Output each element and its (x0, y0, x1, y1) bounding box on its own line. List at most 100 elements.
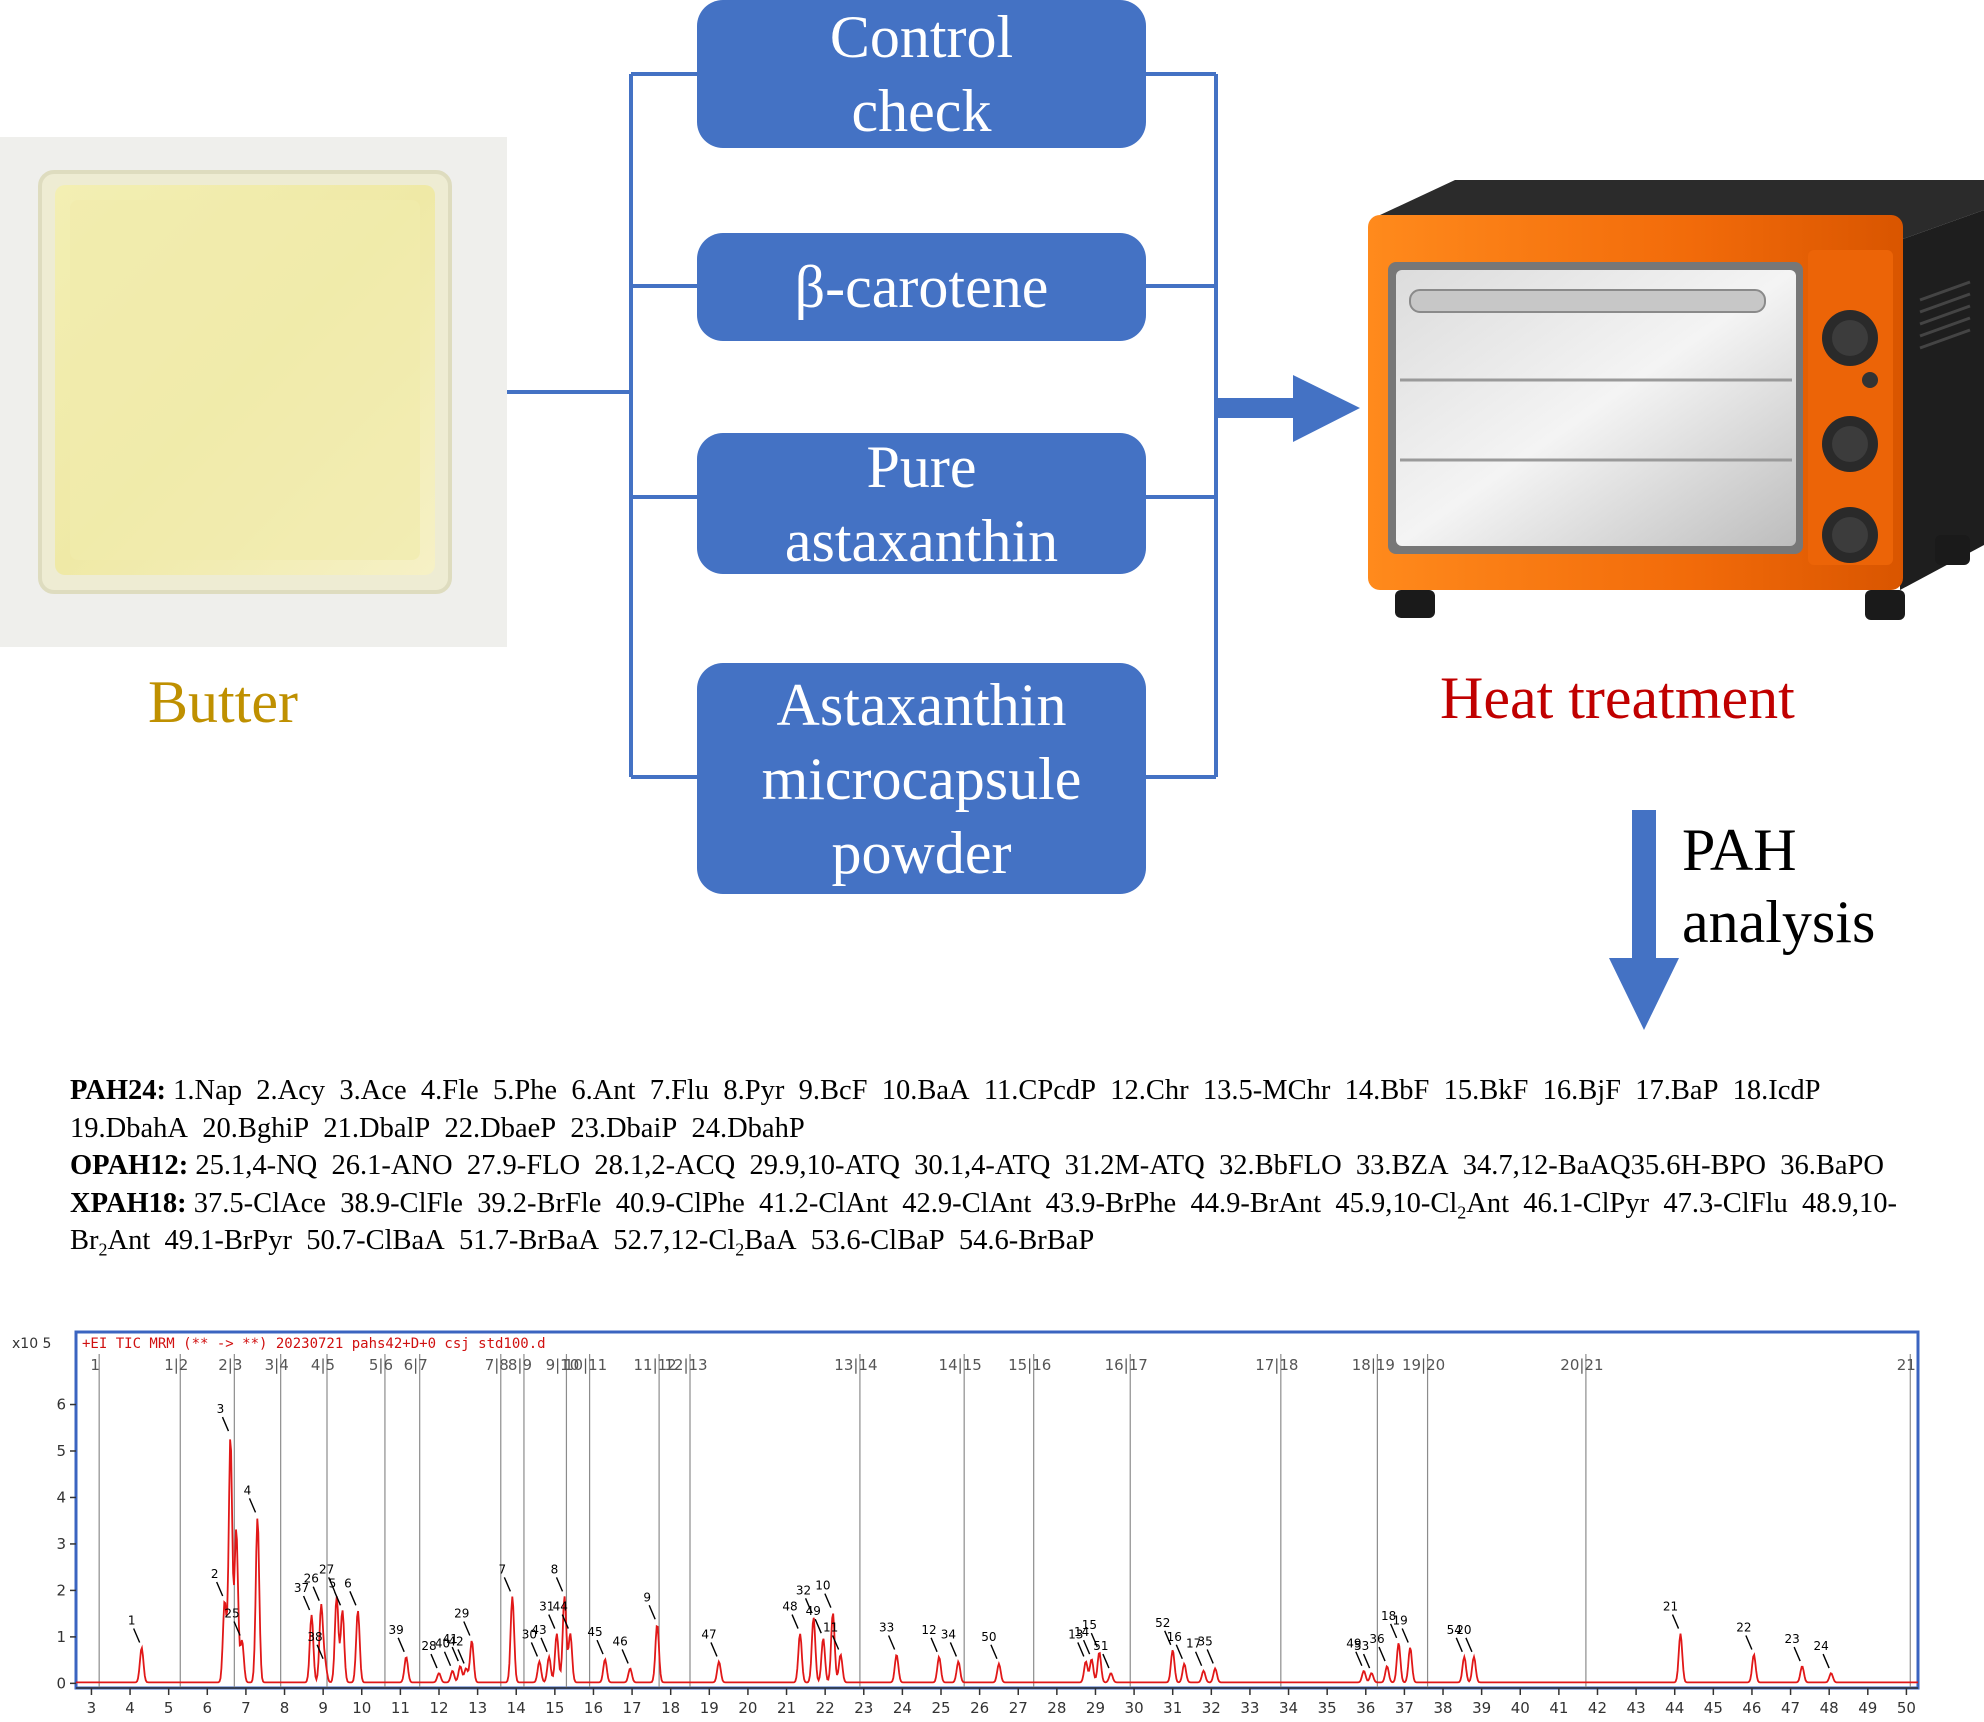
peak-pointer (216, 1581, 224, 1597)
peak-pointer (1401, 1628, 1409, 1643)
legend-item: 28.1,2-ACQ (594, 1150, 736, 1181)
compound-legend: PAH24: 1.Nap 2.Acy 3.Ace 4.Fle 5.Phe 6.A… (70, 1072, 1950, 1260)
legend-item: 39.2-BrFle (477, 1187, 602, 1219)
heat-treatment-label: Heat treatment (1440, 665, 1795, 731)
legend-item: 31.2M-ATQ (1064, 1150, 1205, 1181)
x-tick-label: 39 (1472, 1699, 1491, 1717)
tic-trace (76, 1439, 1918, 1684)
peak-label: 41 (443, 1632, 458, 1646)
x-tick-label: 43 (1627, 1699, 1646, 1717)
peak-label: 31 (539, 1600, 554, 1614)
peak-label: 40 (435, 1637, 450, 1651)
y-tick-label: 5 (56, 1442, 66, 1460)
segment-label: 20|21 (1560, 1356, 1603, 1374)
x-tick-label: 34 (1279, 1699, 1298, 1717)
segment-label: 19|20 (1402, 1356, 1445, 1374)
peak-label: 16 (1167, 1630, 1182, 1644)
legend-item: 6.Ant (571, 1075, 636, 1106)
peak-pointer (1378, 1646, 1386, 1662)
peak-pointer (233, 1621, 241, 1636)
peak-pointer (824, 1593, 832, 1608)
legend-item: 43.9-BrPhe (1045, 1187, 1177, 1219)
legend-item: 23.DbaiP (570, 1112, 678, 1144)
segment-label: 4|5 (311, 1356, 335, 1374)
pah-analysis-label: PAH analysis (1682, 817, 1876, 955)
peak-pointer (328, 1577, 336, 1592)
peak-pointer (1362, 1653, 1371, 1669)
peak-pointer (430, 1653, 438, 1669)
legend-item: 5.Phe (492, 1075, 558, 1106)
segment-label: 10|11 (564, 1356, 607, 1374)
peak-pointer (930, 1637, 938, 1653)
peak-pointer (1175, 1644, 1183, 1660)
peak-pointer (1793, 1646, 1801, 1662)
peak-label: 24 (1813, 1639, 1828, 1653)
segment-label: 17|18 (1255, 1356, 1298, 1374)
segment-label: 12|13 (664, 1356, 707, 1374)
x-tick-label: 12 (429, 1699, 448, 1717)
legend-item: 45.9,10-Cl2Ant (1335, 1187, 1510, 1223)
legend-group: XPAH18: 37.5-ClAce 38.9-ClFle 39.2-BrFle… (70, 1185, 1950, 1260)
legend-item: 44.9-BrAnt (1190, 1187, 1322, 1219)
legend-item: 47.3-ClFlu (1663, 1187, 1788, 1219)
peak-pointer (990, 1644, 998, 1660)
legend-item: 27.9-FLO (466, 1150, 581, 1181)
peak-pointer (1671, 1614, 1680, 1629)
x-tick-label: 26 (970, 1699, 989, 1717)
arrow-to-oven-icon (1216, 375, 1360, 442)
peak-label: 30 (522, 1627, 537, 1641)
peak-pointer (1077, 1642, 1085, 1657)
legend-item: 36.BaPO (1780, 1150, 1884, 1181)
peak-label: 20 (1456, 1623, 1471, 1637)
peak-pointer (1745, 1635, 1753, 1650)
legend-item: 29.9,10-ATQ (749, 1150, 900, 1181)
oven-image (1368, 180, 1984, 620)
peak-label: 21 (1663, 1600, 1678, 1614)
peak-label: 43 (531, 1623, 546, 1637)
peak-pointer (397, 1637, 405, 1653)
x-tick-label: 17 (623, 1699, 642, 1717)
x-tick-label: 18 (661, 1699, 680, 1717)
legend-item: 30.1,4-ATQ (914, 1150, 1051, 1181)
legend-item: 51.7-BrBaA (459, 1225, 600, 1256)
peak-pointer (1389, 1623, 1398, 1639)
segment-label: 8|9 (508, 1356, 532, 1374)
y-axis-label: x10 5 (12, 1336, 51, 1352)
segment-label: 3|4 (265, 1356, 289, 1374)
segment-label: 9|10 (546, 1356, 580, 1374)
segment-label: 11|12 (633, 1356, 676, 1374)
legend-item: 53.6-ClBaP (810, 1225, 945, 1256)
legend-item: 12.Chr (1110, 1075, 1189, 1106)
legend-item: 42.9-ClAnt (902, 1187, 1032, 1219)
peak-label: 2 (211, 1567, 219, 1581)
y-tick-label: 0 (56, 1674, 66, 1692)
peak-pointer (133, 1628, 141, 1643)
legend-item: 2.Acy (256, 1075, 326, 1106)
peak-pointer (451, 1646, 459, 1662)
peak-label: 14 (1074, 1625, 1089, 1639)
butter-label: Butter (148, 669, 298, 735)
legend-item: 10.BaA (881, 1075, 970, 1106)
peak-label: 23 (1785, 1632, 1800, 1646)
peak-pointer (443, 1651, 452, 1667)
peak-pointer (1465, 1637, 1473, 1653)
x-tick-label: 41 (1549, 1699, 1568, 1717)
peak-label: 42 (448, 1634, 463, 1648)
peak-label: 50 (981, 1630, 996, 1644)
peak-pointer (248, 1498, 257, 1513)
option-box-label: Astaxanthin microcapsule powder (761, 671, 1082, 886)
peak-label: 28 (421, 1639, 436, 1653)
x-tick-label: 20 (738, 1699, 757, 1717)
peak-label: 4 (244, 1483, 252, 1497)
peak-pointer (648, 1604, 656, 1620)
x-tick-label: 7 (241, 1699, 251, 1717)
peak-label: 25 (224, 1607, 239, 1621)
legend-item: 49.1-BrPyr (164, 1225, 292, 1256)
peak-label: 9 (643, 1590, 651, 1604)
legend-item: 50.7-ClBaA (306, 1225, 445, 1256)
y-tick-label: 1 (56, 1628, 66, 1646)
x-tick-label: 36 (1356, 1699, 1375, 1717)
peak-pointer (1090, 1632, 1098, 1648)
x-tick-label: 4 (125, 1699, 135, 1717)
legend-item: 25.1,4-NQ (195, 1150, 318, 1181)
